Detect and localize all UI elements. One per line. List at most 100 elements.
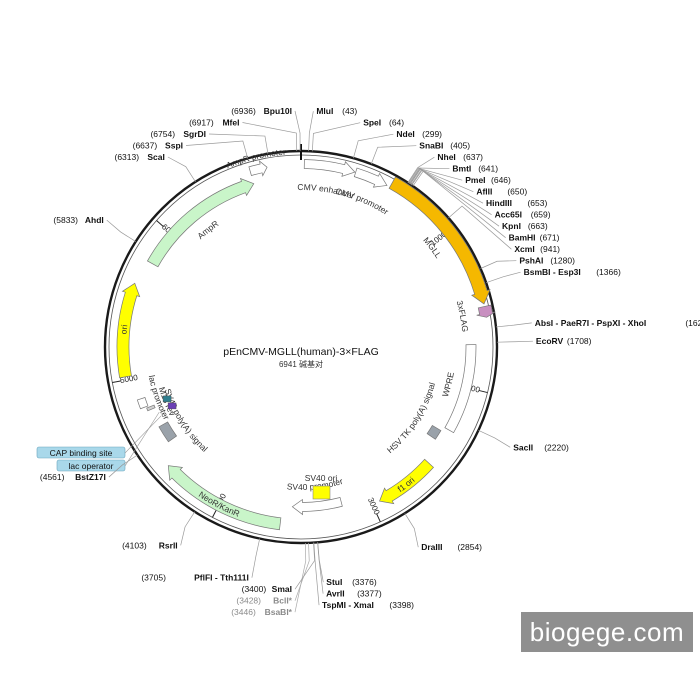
site-pos-spei: (64) (389, 118, 404, 128)
cap-site-block (162, 395, 172, 403)
site-pos-draiii: (2854) (457, 542, 482, 552)
site-name-absi-paer7i-pspxi-xhoi: AbsI - PaeR7I - PspXI - XhoI (535, 318, 646, 328)
site-name-rsrii: RsrII (159, 540, 178, 550)
ruler-ticks: 100020003000400050006000 (112, 220, 488, 523)
feature-m13-rev (146, 404, 156, 412)
site-name-acc65i: Acc65I (495, 210, 522, 220)
site-name-aflii: AflII (476, 187, 492, 197)
plasmid-title-block: pEnCMV-MGLL(human)-3×FLAG 6941 碱基对 (223, 346, 379, 369)
site-leader-ahdi (106, 219, 136, 242)
tick-6000 (156, 220, 164, 227)
site-pos-avrii: (3377) (357, 589, 382, 599)
site-leader-rsrii (180, 511, 196, 546)
site-name-snabi: SnaBI (419, 141, 443, 151)
site-name-bcli: BclI* (273, 596, 293, 606)
site-pos-absi-paer7i-pspxi-xhoi: (1622) (685, 318, 700, 328)
site-pos-kpni: (663) (528, 221, 548, 231)
site-name-stui: StuI (326, 577, 342, 587)
site-leader-bamhi (412, 170, 506, 238)
lac-operator-block (167, 402, 177, 410)
feature-neor-kanr (167, 465, 282, 531)
site-name-pmei: PmeI (465, 175, 485, 185)
site-leader-spei (311, 122, 361, 152)
site-leader-draiii (404, 513, 419, 548)
site-pos-bstz17i: (4561) (40, 472, 65, 482)
site-pos-hindiii: (653) (527, 198, 547, 208)
site-name-mfei: MfeI (222, 118, 239, 128)
sv40-ori-block (312, 485, 331, 500)
feature-ori (116, 282, 141, 379)
feature-hsv-tk-poly-a-signal (426, 424, 442, 440)
site-name-avrii: AvrII (326, 589, 345, 599)
site-leader-scai (167, 156, 196, 183)
tick-4000 (212, 509, 218, 518)
site-pos-ahdi: (5833) (53, 215, 78, 225)
plasmid-name: pEnCMV-MGLL(human)-3×FLAG (223, 346, 379, 358)
site-name-smai: SmaI (272, 584, 292, 594)
feature-label-3xflag: 3xFLAG (455, 299, 471, 332)
box-label-lac-operator: lac operator (69, 461, 114, 471)
site-pos-bcli: (3428) (236, 596, 261, 606)
site-leader-bpu10i (294, 110, 301, 152)
site-pos-mfei: (6917) (189, 118, 214, 128)
site-pos-pmei: (646) (491, 175, 511, 185)
plasmid-backbone (103, 144, 499, 545)
site-pos-pshai: (1280) (550, 256, 575, 266)
site-pos-nhei: (637) (463, 152, 483, 162)
site-leader-bcli (294, 542, 310, 601)
site-leader-mfei (242, 122, 298, 152)
site-pos-xcmi: (941) (540, 244, 560, 254)
site-pos-bamhi: (671) (540, 233, 560, 243)
tick-2000 (478, 389, 488, 394)
site-name-xcmi: XcmI (514, 244, 534, 254)
site-name-kpni: KpnI (502, 221, 521, 231)
site-name-tspmi-xmai: TspMI - XmaI (322, 600, 374, 610)
site-pos-acc65i: (659) (531, 210, 551, 220)
feature-lac-promoter (136, 397, 149, 410)
site-leader-kpni (411, 169, 500, 227)
site-leader-acc65i (410, 169, 492, 215)
box-cap-binding-site (36, 446, 126, 459)
site-pos-bpu10i: (6936) (231, 106, 256, 116)
feature-label-ori: ori (118, 324, 129, 335)
site-pos-sgrdi: (6754) (150, 129, 175, 139)
site-leader-smai (294, 542, 316, 590)
box-leader-cap-binding-site (124, 415, 162, 454)
site-leader-bsmbi-esp3i (486, 271, 521, 284)
site-leader-stui (317, 542, 324, 583)
site-name-ahdi: AhdI (85, 215, 104, 225)
sv40-ori-label: SV40 ori (305, 473, 338, 483)
site-leader-pshai (480, 260, 517, 269)
tick-5000 (112, 380, 122, 384)
tick-label-3000: 3000 (366, 496, 382, 516)
feature-sv40-promoter (291, 497, 343, 516)
site-pos-stui: (3376) (352, 577, 377, 587)
site-pos-rsrii: (4103) (122, 540, 147, 550)
site-name-ecorv: EcoRV (536, 336, 564, 346)
site-leader-aflii (409, 168, 474, 193)
site-name-pflfi-tth111i: PflFI - Tth111I (194, 573, 249, 583)
site-name-draiii: DraIII (421, 542, 442, 552)
feature-label-wpre: WPRE (440, 371, 456, 398)
site-name-scai: ScaI (147, 152, 165, 162)
site-pos-bsabi: (3446) (231, 607, 256, 617)
site-pos-pflfi-tth111i: (3705) (141, 573, 166, 583)
plasmid-size: 6941 碱基对 (279, 359, 323, 369)
site-name-sspi: SspI (165, 141, 183, 151)
restriction-sites: Bpu10I(6936)MfeI(6917)SgrDI(6754)SspI(66… (40, 106, 700, 617)
tick-3000 (376, 513, 381, 523)
feature-sv40-poly-a-signal (158, 421, 178, 443)
site-name-sgrdi: SgrDI (183, 129, 206, 139)
site-name-hindiii: HindIII (486, 198, 512, 208)
feature-cmv-enhancer (303, 159, 356, 177)
site-leader-hindiii (409, 168, 484, 204)
site-name-ndei: NdeI (396, 129, 414, 139)
watermark-logo: biogege.com (521, 612, 693, 652)
site-pos-sacii: (2220) (544, 442, 569, 452)
site-leader-sacii (478, 429, 511, 448)
site-name-sacii: SacII (513, 442, 533, 452)
site-leader-bmti (408, 167, 450, 184)
site-name-mlui: MluI (316, 106, 333, 116)
